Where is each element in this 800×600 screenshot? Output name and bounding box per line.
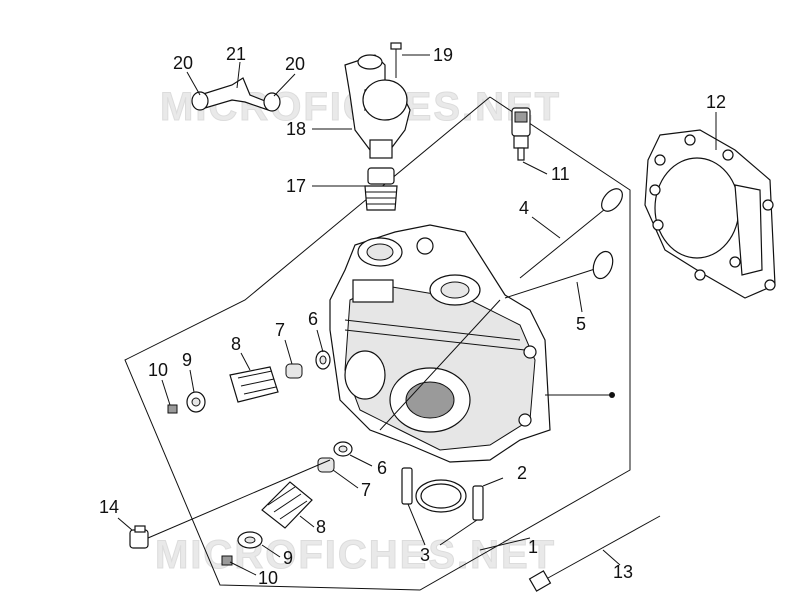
callout-5: 5 (576, 314, 586, 334)
callout-9-upper: 9 (182, 350, 192, 370)
callout-17: 17 (286, 176, 306, 196)
callout-1: 1 (528, 537, 538, 557)
callout-7-lower: 7 (361, 480, 371, 500)
reference-dot (609, 392, 615, 398)
callout-18: 18 (286, 119, 306, 139)
callout-20-right: 20 (285, 54, 305, 74)
callout-8-lower: 8 (316, 517, 326, 537)
plug-bolt (129, 525, 149, 549)
watermark-bottom: MICROFICHES.NET (155, 533, 556, 577)
stud-bolt (528, 515, 661, 592)
thermostat-housing (344, 54, 411, 159)
callout-9-lower: 9 (283, 548, 293, 568)
callout-6-lower: 6 (377, 458, 387, 478)
callout-8-upper: 8 (231, 334, 241, 354)
callout-13: 13 (613, 562, 633, 582)
callout-4: 4 (519, 198, 529, 218)
housing-screw (390, 42, 402, 78)
callout-11: 11 (551, 164, 570, 184)
callout-12: 12 (706, 92, 726, 112)
callout-14: 14 (99, 497, 119, 517)
upper-valve-train (167, 350, 331, 414)
dowel-pins (401, 467, 484, 521)
temperature-sensor (511, 107, 531, 161)
head-gasket (644, 129, 776, 299)
thermostat (364, 167, 398, 211)
callout-10-lower: 10 (258, 568, 278, 588)
callout-3: 3 (420, 545, 430, 565)
callout-2: 2 (517, 463, 527, 483)
leader-lines (117, 54, 717, 576)
cylinder-head (329, 224, 551, 463)
hose-clamp-left (191, 91, 209, 111)
exhaust-valve (519, 188, 623, 279)
callout-10-upper: 10 (148, 360, 168, 380)
callout-19: 19 (433, 45, 453, 65)
callout-7-upper: 7 (275, 320, 285, 340)
hose-clamp-right (263, 92, 281, 112)
callout-21: 21 (226, 44, 246, 64)
callout-labels: 20 21 20 19 18 17 11 12 4 5 6 7 8 9 10 6… (99, 44, 726, 588)
callout-20-left: 20 (173, 53, 193, 73)
lower-valve-train (221, 441, 353, 566)
assembly-outline (124, 96, 631, 591)
callout-6-upper: 6 (308, 309, 318, 329)
intake-valve (504, 250, 614, 299)
o-ring (415, 479, 467, 513)
